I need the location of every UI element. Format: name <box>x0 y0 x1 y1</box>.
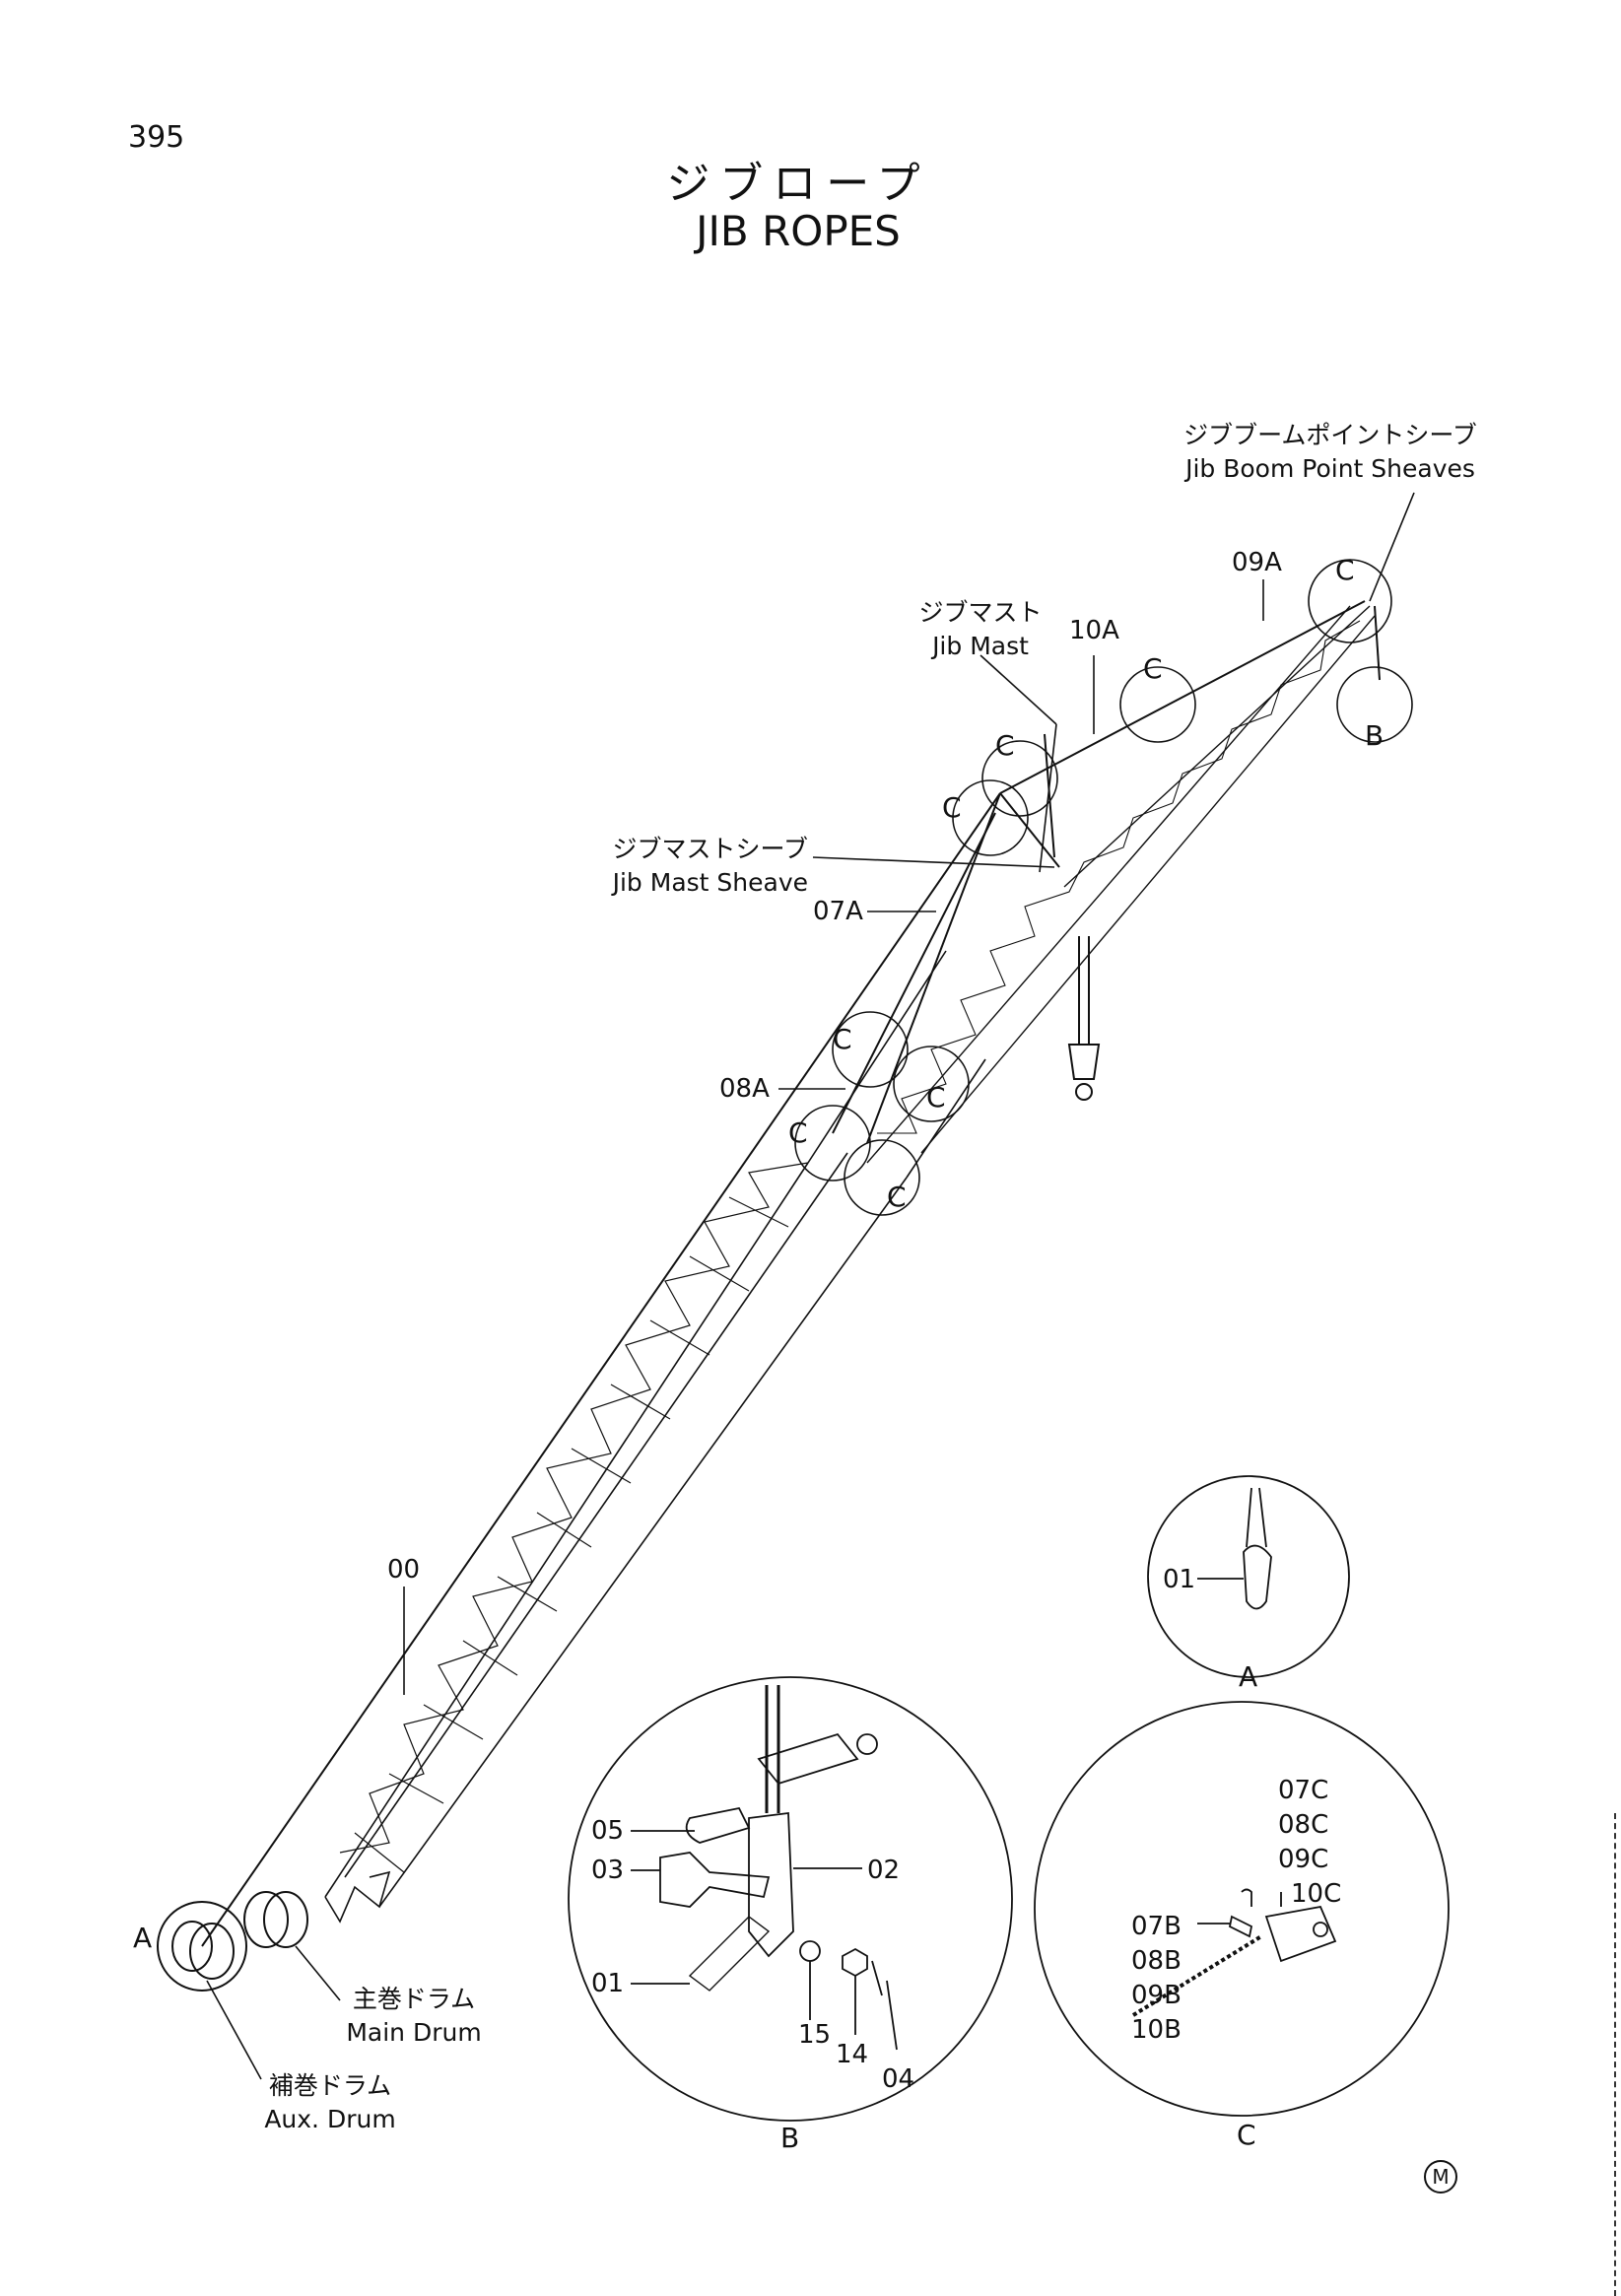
part-09A: 09A <box>1232 548 1282 577</box>
detail-marker-c-1: C <box>1335 554 1355 586</box>
label-jib-boom-point-sheaves-jp: ジブブームポイントシーブ <box>1183 421 1477 449</box>
part-00: 00 <box>387 1555 421 1585</box>
detail-marker-c-4: C <box>942 791 962 824</box>
detail-c-part-09B: 09B <box>1131 1981 1182 2010</box>
label-main-drum: 主巻ドラム Main Drum <box>335 1983 493 2050</box>
part-08A: 08A <box>719 1074 770 1104</box>
leader-lines <box>206 492 1415 2080</box>
label-jib-mast-sheave-jp: ジブマストシーブ <box>612 835 808 863</box>
detail-b-part-04: 04 <box>882 2064 915 2094</box>
detail-c-label: C <box>1237 2119 1256 2151</box>
detail-c-part-07C: 07C <box>1278 1776 1329 1805</box>
ropes <box>201 600 1381 1947</box>
detail-marker-c-2: C <box>1143 652 1163 685</box>
manufacturer-mark: M <box>1424 2160 1457 2194</box>
page-edge-dashed-line <box>1614 1813 1616 2296</box>
detail-c-part-08C: 08C <box>1278 1810 1329 1840</box>
detail-marker-c-3: C <box>995 729 1015 762</box>
detail-c-part-10C: 10C <box>1291 1879 1342 1909</box>
detail-c-part-07B: 07B <box>1131 1912 1182 1941</box>
detail-marker-c-6: C <box>926 1081 946 1114</box>
drums <box>157 1891 308 1992</box>
detail-b-view <box>568 1676 1013 2122</box>
detail-a-label: A <box>1239 1660 1258 1693</box>
part-07A: 07A <box>813 897 863 926</box>
label-jib-mast-jp: ジブマスト <box>918 598 1043 627</box>
jib-lattice <box>866 605 1376 1164</box>
part-10A: 10A <box>1069 616 1119 645</box>
detail-c-view <box>1034 1701 1450 2117</box>
label-jib-boom-point-sheaves-en: Jib Boom Point Sheaves <box>1185 454 1475 483</box>
label-jib-mast-en: Jib Mast <box>932 632 1029 660</box>
detail-b-part-01: 01 <box>591 1969 625 1998</box>
detail-c-circles <box>794 559 1413 1216</box>
detail-a-view <box>1147 1475 1350 1678</box>
label-jib-mast-sheave-en: Jib Mast Sheave <box>612 868 808 897</box>
detail-b-label: B <box>780 2122 800 2154</box>
detail-b-part-14: 14 <box>836 2040 869 2069</box>
page-title-japanese: ジブロープ <box>666 159 930 209</box>
detail-c-part-08B: 08B <box>1131 1946 1182 1976</box>
label-main-drum-en: Main Drum <box>346 2018 482 2047</box>
detail-b-part-15: 15 <box>798 2020 832 2050</box>
label-jib-mast: ジブマスト Jib Mast <box>892 596 1069 663</box>
detail-marker-c-5: C <box>833 1023 852 1055</box>
detail-b-part-05: 05 <box>591 1816 625 1846</box>
label-aux-drum-jp: 補巻ドラム <box>268 2071 392 2100</box>
boom-lattice <box>324 950 986 1924</box>
label-jib-boom-point-sheaves: ジブブームポイントシーブ Jib Boom Point Sheaves <box>1163 419 1498 486</box>
label-aux-drum: 補巻ドラム Aux. Drum <box>251 2069 409 2136</box>
detail-b-part-02: 02 <box>867 1856 901 1885</box>
label-aux-drum-en: Aux. Drum <box>264 2105 396 2133</box>
page-title-english: JIB ROPES <box>696 207 901 255</box>
detail-b-part-03: 03 <box>591 1856 625 1885</box>
detail-marker-a-main: A <box>133 1922 153 1954</box>
label-jib-mast-sheave: ジブマストシーブ Jib Mast Sheave <box>532 833 808 900</box>
detail-c-part-09C: 09C <box>1278 1845 1329 1874</box>
detail-a-part-01: 01 <box>1163 1565 1196 1594</box>
page-number: 395 <box>128 120 185 155</box>
label-main-drum-jp: 主巻ドラム <box>352 1985 476 2013</box>
detail-marker-c-7: C <box>788 1116 808 1149</box>
detail-marker-c-8: C <box>887 1181 907 1213</box>
detail-marker-b-main: B <box>1365 719 1385 752</box>
detail-c-part-10B: 10B <box>1131 2015 1182 2045</box>
